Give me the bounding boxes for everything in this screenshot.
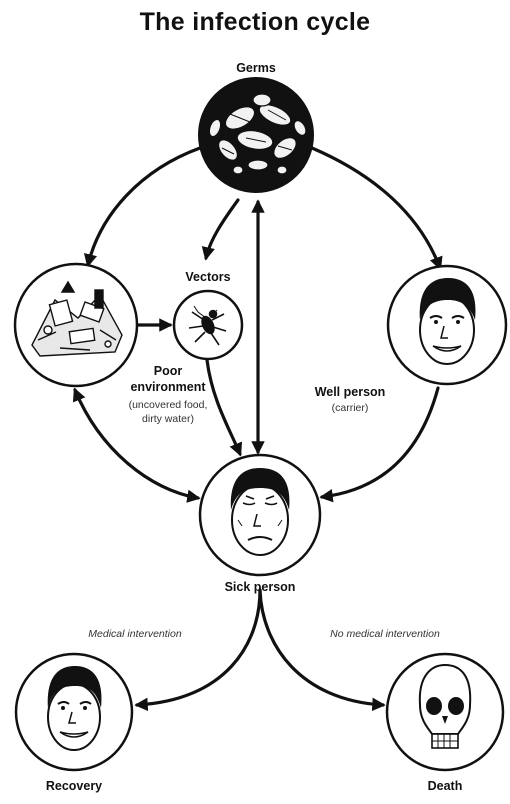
arrow-sick-to-death [258,588,386,712]
recovered-person-face-icon [47,666,102,751]
insect-icon [188,305,227,346]
medical-intervention-label: Medical intervention [88,628,182,640]
environment-note-line2: dirty water) [142,413,194,425]
skull-icon [418,663,472,749]
environment-node [13,262,139,388]
germs-label: Germs [236,61,276,75]
well-person-note: (carrier) [331,402,369,414]
sick-person-node [198,453,322,577]
arrow-sick-to-recovery [134,588,262,712]
recovery-label: Recovery [45,779,103,793]
arrow-well-person-to-sick-person [319,386,440,503]
diagram-title: The infection cycle [139,8,371,36]
sick-person-label: Sick person [224,580,296,594]
environment-note-line1: (uncovered food, [128,399,208,411]
death-label: Death [427,779,463,793]
well-person-face-icon [419,278,476,365]
arrow-germs-to-vectors [201,198,240,261]
vectors-node [172,289,244,361]
well-person-node [386,264,508,386]
garbage-heap-icon [31,280,123,357]
vectors-label: Vectors [185,270,231,284]
arrow-germs-to-well-person [310,146,443,271]
arrow-germs-to-environment [83,146,202,268]
no-medical-intervention-label: No medical intervention [330,628,440,640]
arrow-vectors-to-sick-person [205,358,243,457]
environment-label-line1: Poor [153,364,183,378]
well-person-label: Well person [314,385,386,399]
recovery-node [14,652,134,772]
germs-node [198,77,314,193]
death-node [385,652,505,772]
cycle-arrows [72,146,443,712]
arrow-environment-sick-person-two-way [72,387,201,503]
environment-label-line2: environment [130,380,206,394]
sick-person-face-icon [230,468,290,556]
